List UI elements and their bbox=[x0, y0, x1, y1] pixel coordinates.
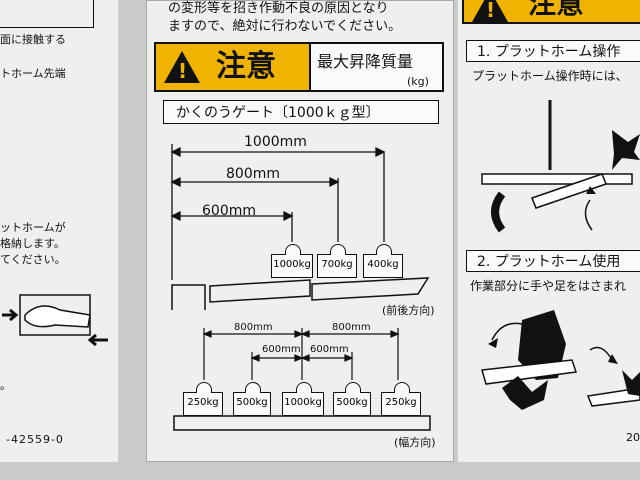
weight-1000kg: 1000kg bbox=[271, 244, 313, 278]
item2-text: 作業部分に手や足をはさまれ bbox=[470, 279, 627, 293]
model-title: かくのうゲート〔1000ｋｇ型〕 bbox=[176, 105, 380, 121]
right-caution-label: 注意 bbox=[528, 0, 585, 20]
caution-banner: 注意 bbox=[154, 42, 311, 92]
item1-title-box: 1. プラットホーム操作 bbox=[466, 40, 640, 62]
width-direction-label: (幅方向) bbox=[394, 436, 436, 449]
weight-400kg: 400kg bbox=[363, 244, 403, 278]
right-warning-triangle-icon bbox=[472, 0, 508, 22]
width-distance-600-right: 600mm bbox=[310, 344, 349, 355]
front-back-direction-label: (前後方向) bbox=[382, 304, 435, 317]
item1-title: 1. プラットホーム操作 bbox=[477, 44, 621, 60]
warning-text-line: の変形等を招き作動不良の原因となり bbox=[168, 1, 389, 16]
weight-500kg-left: 500kg bbox=[233, 382, 271, 416]
left-text-line: 。 bbox=[0, 379, 11, 392]
right-caution-panel bbox=[458, 0, 640, 462]
left-label-panel bbox=[0, 0, 118, 462]
left-panel-top-box bbox=[0, 0, 94, 28]
width-distance-800-right: 800mm bbox=[332, 322, 371, 333]
model-title-box: かくのうゲート〔1000ｋｇ型〕 bbox=[163, 100, 439, 124]
weight-1000kg-center: 1000kg bbox=[282, 382, 324, 416]
left-text-line: 格納します。 bbox=[0, 237, 65, 250]
item1-text: プラットホーム操作時には、 bbox=[472, 69, 628, 83]
weight-250kg-right: 250kg bbox=[381, 382, 421, 416]
left-text-line: 面に接触する bbox=[0, 33, 66, 46]
warning-triangle-icon bbox=[164, 51, 200, 83]
weight-500kg-right: 500kg bbox=[333, 382, 371, 416]
warning-text-line: ますので、絶対に行わないでください。 bbox=[168, 19, 402, 34]
left-part-number: -42559-0 bbox=[6, 433, 64, 446]
left-text-line: トホーム先端 bbox=[0, 67, 66, 80]
distance-label-800: 800mm bbox=[226, 166, 280, 182]
max-lift-title: 最大昇降質量 bbox=[317, 52, 414, 71]
left-text-line: ットホームが bbox=[0, 221, 66, 234]
width-distance-600-left: 600mm bbox=[262, 344, 301, 355]
platform-illustration bbox=[481, 100, 640, 233]
right-caution-banner: 注意 bbox=[462, 0, 640, 24]
width-view-dimension-lines bbox=[173, 328, 431, 431]
weight-700kg: 700kg bbox=[317, 244, 357, 278]
distance-label-600: 600mm bbox=[202, 203, 256, 219]
width-distance-800-left: 800mm bbox=[234, 322, 273, 333]
left-hand-illustration bbox=[2, 294, 108, 347]
item2-title: 2. プラットホーム使用 bbox=[477, 254, 621, 270]
item2-title-box: 2. プラットホーム使用 bbox=[466, 250, 640, 272]
max-lift-box: 最大昇降質量 (kg) bbox=[311, 42, 444, 92]
caution-label: 注意 bbox=[216, 49, 276, 84]
right-footer-number: 20 bbox=[626, 431, 640, 444]
side-view-dimension-lines bbox=[170, 144, 430, 310]
distance-label-1000: 1000mm bbox=[244, 134, 307, 150]
left-text-line: てください。 bbox=[0, 253, 66, 266]
max-lift-unit: (kg) bbox=[407, 75, 429, 88]
weight-250kg-left: 250kg bbox=[183, 382, 223, 416]
hand-pinch-illustration bbox=[481, 310, 640, 410]
